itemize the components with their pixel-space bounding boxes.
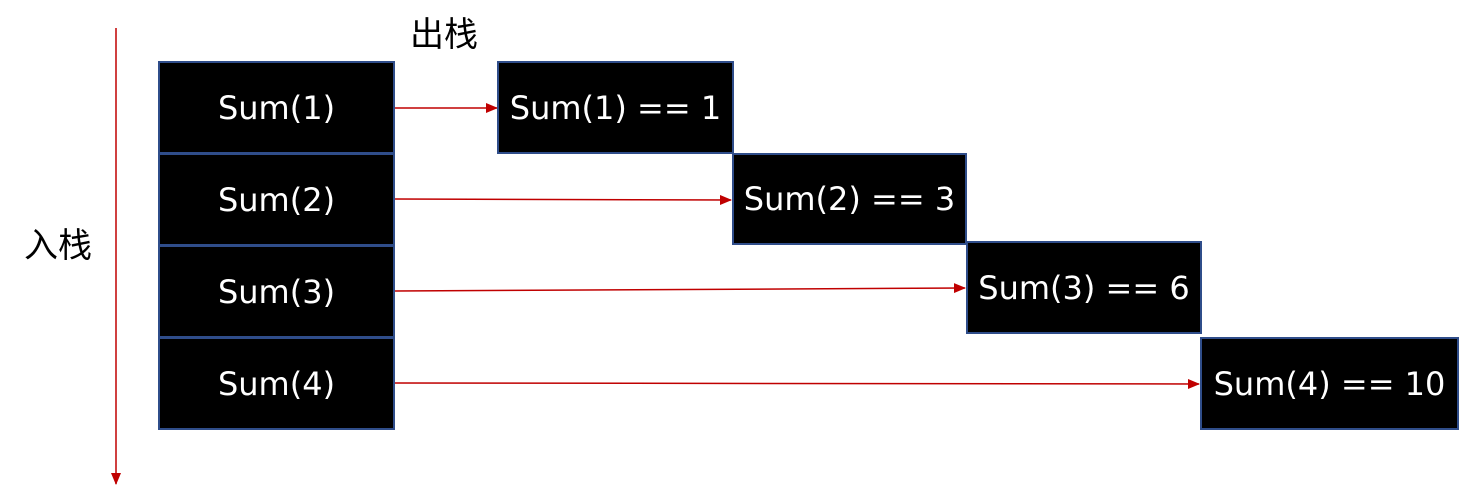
result-box-sum-3: Sum(3) == 6 <box>966 241 1202 334</box>
stack-frame-sum-4: Sum(4) <box>158 337 395 430</box>
return-arrow-4 <box>394 378 1200 389</box>
stack-frame-sum-2: Sum(2) <box>158 153 395 246</box>
return-arrow-3 <box>394 283 966 294</box>
stack-frame-sum-1: Sum(1) <box>158 61 395 154</box>
stack-frame-sum-3: Sum(3) <box>158 245 395 338</box>
pop-label: 出栈 <box>410 15 478 55</box>
push-label: 入栈 <box>24 226 92 266</box>
result-box-sum-1: Sum(1) == 1 <box>497 61 734 154</box>
return-arrow-2 <box>394 194 732 205</box>
result-box-sum-4: Sum(4) == 10 <box>1200 337 1459 430</box>
result-box-sum-2: Sum(2) == 3 <box>732 153 967 245</box>
